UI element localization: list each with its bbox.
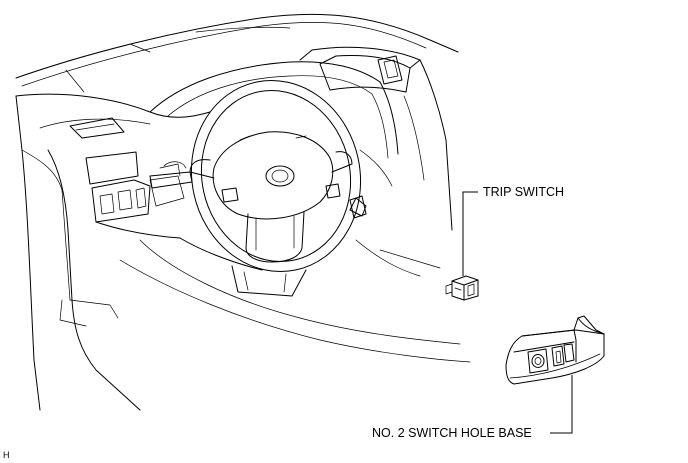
switch-hole-base-leader [550, 375, 573, 434]
trip-switch-leader [462, 191, 478, 276]
trip-switch-part [445, 275, 479, 301]
dashboard-illustration [15, 13, 471, 411]
drawing-code-label: H [3, 450, 10, 460]
switch-hole-base-part [505, 315, 605, 385]
trip-switch-label: TRIP SWITCH [483, 185, 564, 199]
steering-wheel-illustration [149, 79, 367, 297]
switch-hole-base-label: NO. 2 SWITCH HOLE BASE [372, 426, 532, 440]
